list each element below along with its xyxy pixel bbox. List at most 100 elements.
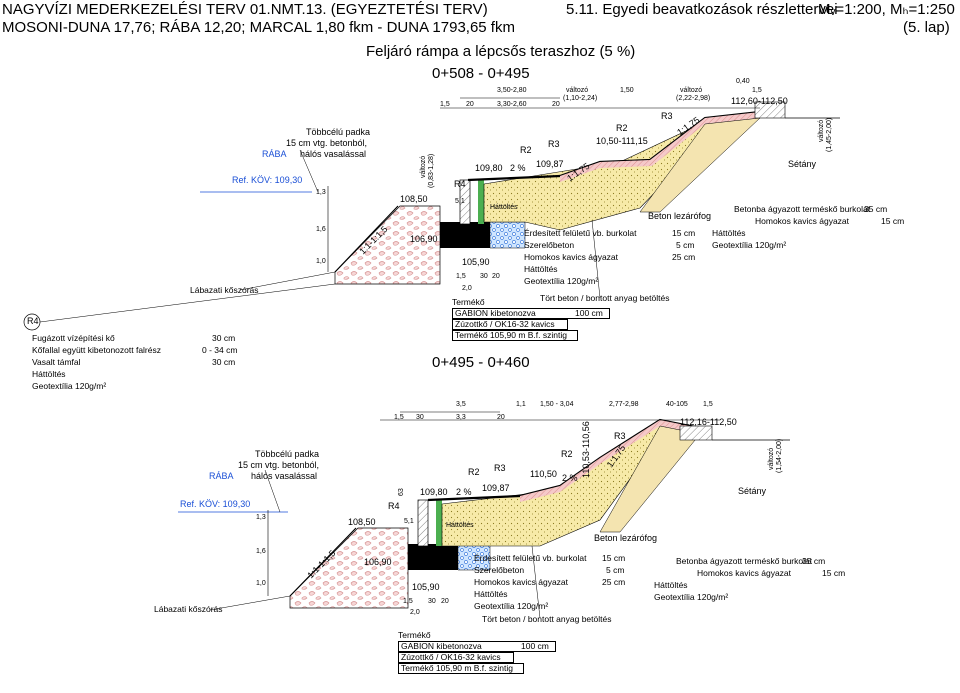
top-tag-r4: R4 — [454, 179, 466, 189]
top-dim-13: 1,3 — [316, 189, 326, 196]
top-dim-e: 0,40 — [736, 78, 750, 85]
top-vert-right-2: (1,45-2,00) — [826, 117, 833, 152]
top-dim-d2: (2,22-2,98) — [676, 95, 711, 102]
bottom-base-width: 2,0 — [410, 609, 420, 616]
r4-leader — [39, 283, 336, 323]
r4-row-1-val: 30 cm — [212, 333, 236, 343]
top-layer-4-name: Háttöltés — [524, 264, 558, 274]
r4-row-4-name: Háttöltés — [32, 369, 66, 379]
bottom-gabion-3: Zúzottkő / OK16-32 kavics — [398, 652, 514, 663]
bottom-dim-b: 1,1 — [516, 401, 526, 408]
bottom-elev-11050: 110,50 — [530, 469, 557, 479]
bottom-layer-3-name: Homokos kavics ágyazat — [474, 577, 569, 587]
bottom-dim-k: 112,16-112,50 — [680, 417, 737, 427]
top-right-layer-3-name: Háttöltés — [712, 228, 746, 238]
top-backfill-label: Háttöltés — [490, 204, 518, 211]
bottom-layer-2-val: 5 cm — [606, 565, 625, 575]
top-bench-leader — [299, 149, 319, 193]
bottom-toe-label: Lábazati kőszórás — [154, 604, 223, 614]
r4-row-2-name: Kőfallal együtt kibetonozott falrész — [32, 345, 161, 355]
top-vert-left-2: (0,83-1,28) — [428, 153, 435, 188]
bottom-dim-16: 1,6 — [256, 548, 266, 555]
top-layer-2-val: 5 cm — [676, 240, 695, 250]
top-layer-1-val: 15 cm — [672, 228, 696, 238]
top-toe-label: Lábazati kőszórás — [190, 285, 259, 295]
bottom-left-slope-line — [289, 527, 357, 597]
top-green-layer — [478, 180, 484, 224]
bottom-right-layer-4-name: Geotextília 120g/m² — [654, 592, 729, 602]
bottom-right-layer-2-val: 15 cm — [822, 568, 846, 578]
top-range: 0+508 - 0+495 — [432, 65, 530, 82]
bottom-right-layer-3-name: Háttöltés — [654, 580, 688, 590]
top-dim-c: 1,50 — [620, 87, 634, 94]
top-ref-level: Ref. KÖV: 109,30 — [232, 175, 303, 185]
bottom-layer-1-name: Érdesített felületű vb. burkolat — [474, 553, 587, 563]
header-line-2: MOSONI-DUNA 17,76; RÁBA 12,20; MARCAL 1,… — [2, 19, 515, 36]
top-gabion-block — [440, 222, 490, 248]
top-layer-1-name: Érdesített felületű vb. burkolat — [524, 228, 637, 238]
top-dim-b: változó — [566, 87, 589, 94]
bottom-green-layer — [436, 500, 442, 546]
bottom-right-layer-2-name: Homokos kavics ágyazat — [697, 568, 792, 578]
header-line-1: NAGYVÍZI MEDERKEZELÉSI TERV 01.NMT.13. (… — [2, 1, 488, 18]
top-rubble-leader — [591, 219, 601, 299]
top-dim-10: 1,0 — [316, 258, 326, 265]
top-layer-3-val: 25 cm — [672, 252, 696, 262]
r4-tag: R4 — [27, 316, 39, 326]
bottom-vert-left: 63 — [398, 488, 405, 496]
top-right-layer-2-val: 15 cm — [881, 216, 905, 226]
bottom-layer-3-val: 25 cm — [602, 577, 626, 587]
bottom-toe-leader — [209, 595, 291, 611]
bottom-gabion-block — [408, 544, 458, 570]
bottom-elev-11053: 110,53-110,56 — [581, 421, 591, 478]
top-dim-a: 3,50-2,80 — [497, 87, 527, 94]
top-dim-j: 20 — [552, 101, 560, 108]
sheet-title: 5.11. Egyedi beavatkozások részlettervei — [566, 1, 838, 18]
top-retaining-wall — [459, 179, 471, 225]
top-tag-r3b: R3 — [661, 111, 673, 121]
bottom-dim-g: 1,5 — [394, 414, 404, 421]
bottom-elev-10590: 105,90 — [412, 582, 440, 592]
bottom-bench-label-1: Többcélú padka — [255, 449, 320, 459]
bottom-backfill — [441, 419, 661, 547]
top-right-slope-fill — [639, 117, 761, 213]
bottom-retaining-wall — [417, 499, 429, 547]
bottom-right-box — [679, 425, 713, 441]
top-dim-f: 1,5 — [752, 87, 762, 94]
bottom-right-layer-1-val: 35 cm — [802, 556, 826, 566]
page-label: (5. lap) — [903, 19, 950, 36]
top-bench-label-3: hálós vasalással — [300, 149, 367, 159]
top-base-30: 30 — [480, 273, 488, 280]
top-vert-left: változó — [420, 155, 427, 178]
bottom-gabion-4: Termékő 105,90 m B.f. szintig — [398, 663, 524, 674]
top-gabion-2-val: 100 cm — [575, 308, 603, 318]
bottom-dim-j: 20 — [497, 414, 505, 421]
bottom-left-embankment — [289, 527, 409, 609]
top-slope-pct: 2 % — [510, 163, 526, 173]
top-gabion-4: Termékő 105,90 m B.f. szintig — [452, 330, 578, 341]
top-dim-51: 5,1 — [455, 198, 465, 205]
bottom-rubble-label: Tört beton / bontott anyag betöltés — [482, 614, 612, 624]
bottom-promenade-label: Sétány — [738, 486, 767, 496]
scale-label: Mᵥ=1:200, Mₕ=1:250 — [818, 1, 955, 18]
top-vert-right: változó — [818, 119, 825, 142]
bottom-dim-f: 1,5 — [703, 401, 713, 408]
bottom-slope-pct-2: 2 % — [562, 473, 578, 483]
top-dim-d: változó — [680, 87, 703, 94]
bottom-elev-10980: 109,80 — [420, 487, 448, 497]
top-dim-k: 112,60-112,50 — [731, 96, 788, 106]
top-dim-h: 20 — [466, 101, 474, 108]
bottom-dim-13: 1,3 — [256, 514, 266, 521]
top-promenade-label: Sétány — [788, 159, 817, 169]
r4-row-2-val: 0 - 34 cm — [202, 345, 238, 355]
bottom-vert-right: változó — [768, 447, 775, 470]
section-title: Feljáró rámpa a lépcsős teraszhoz (5 %) — [366, 43, 636, 60]
bottom-dim-e: 40-105 — [666, 401, 688, 408]
bottom-slope-pct: 2 % — [456, 487, 472, 497]
top-elev-10690: 106,90 — [410, 234, 438, 244]
top-dim-g: 1,5 — [440, 101, 450, 108]
r4-callout-circle — [23, 313, 41, 331]
bottom-section — [178, 411, 790, 619]
